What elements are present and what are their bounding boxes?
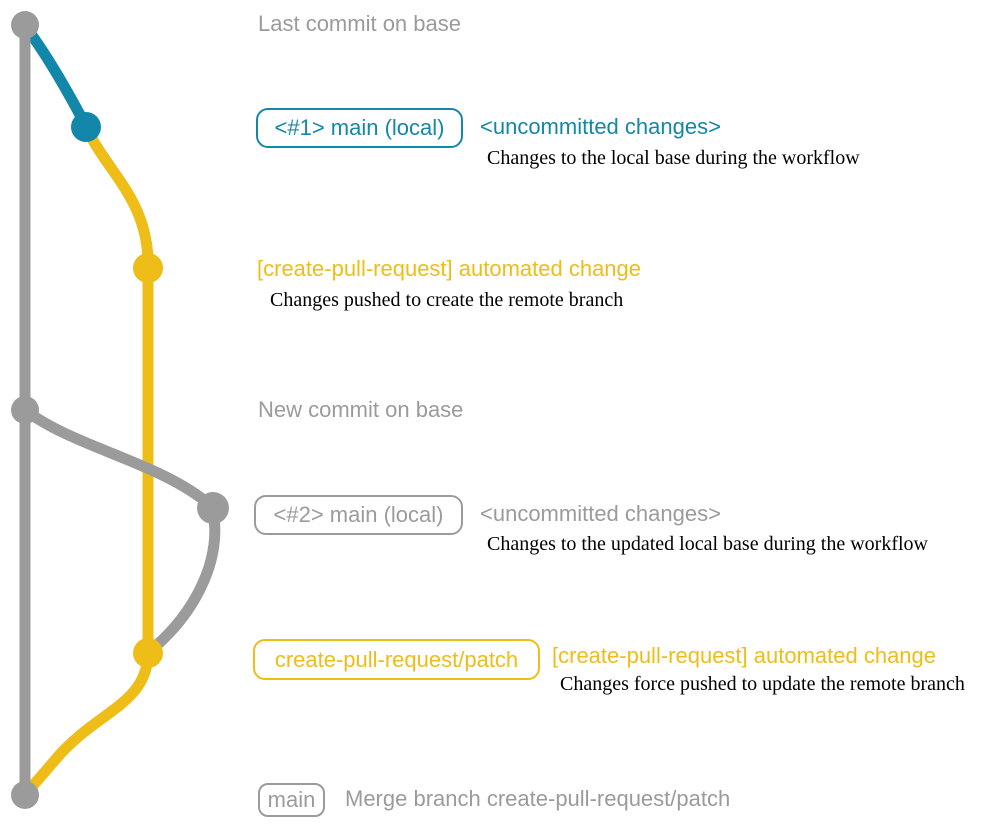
edge-patch-merge — [20, 649, 154, 800]
commit-node-base-new — [11, 396, 39, 424]
branch-pill-main-local-2: <#2> main (local) — [254, 495, 463, 535]
branch-pill-create-pull-request-patch-label: create-pull-request/patch — [274, 646, 519, 672]
branch-pill-main-local-1-label: <#1> main (local) — [274, 115, 445, 140]
commit-node-local-main-1 — [71, 112, 101, 142]
annotation-new-commit-on-base: New commit on base — [258, 397, 464, 422]
commit-node-patch-1 — [133, 253, 163, 283]
status-uncommitted-changes-1: <uncommitted changes> — [480, 114, 721, 139]
status-uncommitted-changes-2: <uncommitted changes> — [480, 501, 721, 526]
branch-pill-main: main — [258, 783, 325, 817]
annotation-last-commit-on-base: Last commit on base — [258, 11, 461, 36]
caption-changes-force-pushed: Changes force pushed to update the remot… — [560, 673, 965, 695]
edge-local-main-1 — [19, 20, 92, 132]
commit-message-automated-change-2: [create-pull-request] automated change — [552, 643, 937, 668]
edge-patch-branch — [80, 121, 154, 661]
commit-node-local-main-2 — [197, 492, 229, 524]
branch-pill-create-pull-request-patch: create-pull-request/patch — [253, 639, 540, 680]
caption-local-base-changes: Changes to the local base during the wor… — [487, 147, 860, 169]
commit-message-merge-branch: Merge branch create-pull-request/patch — [345, 786, 731, 811]
commit-node-patch-2 — [133, 638, 163, 668]
commit-node-merge — [11, 781, 39, 809]
branch-pill-main-local-2-label: <#2> main (local) — [273, 502, 444, 527]
edge-local-main-2-rebase — [144, 504, 221, 657]
caption-updated-local-base-changes: Changes to the updated local base during… — [487, 533, 928, 555]
caption-changes-pushed: Changes pushed to create the remote bran… — [270, 289, 624, 311]
branch-pill-main-label: main — [267, 787, 316, 812]
branch-pill-main-local-1: <#1> main (local) — [256, 108, 463, 148]
commit-node-base-last — [11, 11, 39, 39]
commit-message-automated-change-1: [create-pull-request] automated change — [257, 256, 642, 281]
edge-local-main-2 — [19, 404, 216, 511]
